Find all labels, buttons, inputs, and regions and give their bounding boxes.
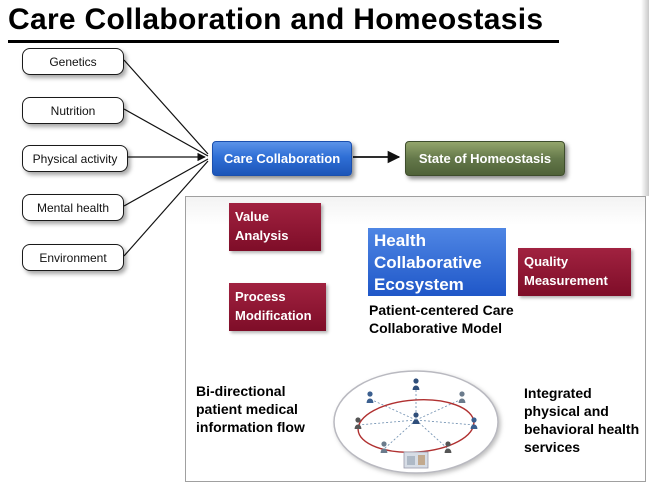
photo-thumbnail: [403, 451, 429, 469]
homeostasis-label: State of Homeostasis: [418, 151, 552, 166]
integrated-services-caption: Integrated physical and behavioral healt…: [524, 385, 640, 455]
care-model-illustration: [333, 370, 499, 474]
page-title: Care Collaboration and Homeostasis: [8, 0, 560, 43]
people-figures: [354, 378, 478, 453]
network-links: [357, 386, 475, 450]
care-collaboration-label: Care Collaboration: [223, 151, 341, 166]
factor-label: Nutrition: [50, 103, 96, 118]
factor-label: Physical activity: [32, 151, 118, 166]
process-modification-box: Process Modification: [229, 283, 326, 331]
factor-label: Mental health: [36, 200, 110, 215]
care-collaboration-box: Care Collaboration: [212, 141, 352, 176]
quality-measurement-box: Quality Measurement: [518, 248, 631, 296]
bidirectional-flow-caption: Bi-directional patient medical informati…: [196, 383, 305, 435]
factor-physical-activity: Physical activity: [22, 145, 128, 172]
health-collaborative-ecosystem-box: Health Collaborative Ecosystem: [368, 228, 506, 296]
factor-mental-health: Mental health: [22, 194, 124, 221]
factor-label: Environment: [39, 250, 107, 265]
value-analysis-box: Value Analysis: [229, 203, 321, 251]
factor-label: Genetics: [49, 54, 97, 69]
patient-centered-model-caption: Patient-centered Care Collaborative Mode…: [369, 302, 514, 336]
edge-shading: [641, 0, 649, 196]
state-of-homeostasis-box: State of Homeostasis: [405, 141, 565, 176]
factor-nutrition: Nutrition: [22, 97, 124, 124]
factor-environment: Environment: [22, 244, 124, 271]
factor-genetics: Genetics: [22, 48, 124, 75]
